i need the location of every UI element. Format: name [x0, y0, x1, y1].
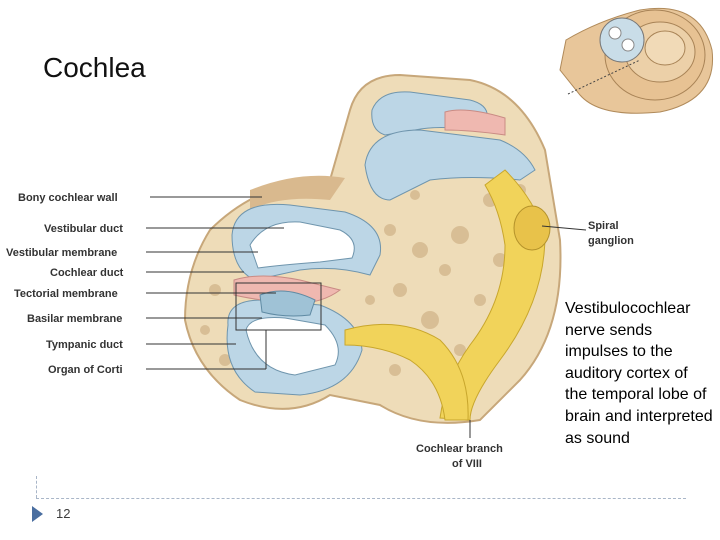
- page-number: 12: [56, 506, 71, 521]
- lower-turn-ducts: [226, 203, 382, 396]
- label-cochlear-duct: Cochlear duct: [50, 267, 124, 279]
- cochlea-inset-thumbnail: [556, 2, 720, 122]
- cochlear-nerve: [344, 169, 551, 421]
- footer-divider-vertical: [36, 476, 37, 498]
- label-vestibular-duct: Vestibular duct: [44, 223, 123, 235]
- slide-caption: Vestibulocochlear nerve sends impulses t…: [565, 300, 713, 447]
- left-labels: Bony cochlear wall Vestibular duct Vesti…: [6, 192, 124, 376]
- label-tympanic-duct: Tympanic duct: [46, 339, 123, 351]
- label-tectorial-membrane: Tectorial membrane: [14, 288, 118, 300]
- spiral-ganglion-label: Spiral ganglion: [588, 220, 634, 247]
- label-cochlear-branch-line-1: Cochlear branch: [416, 443, 503, 455]
- label-ganglion-line-2: ganglion: [588, 235, 634, 247]
- label-leader-lines: [146, 196, 587, 438]
- label-basilar-membrane: Basilar membrane: [27, 313, 122, 325]
- label-cochlear-branch-line-2: of VIII: [452, 458, 482, 470]
- label-vestibular-membrane: Vestibular membrane: [6, 247, 117, 259]
- label-organ-of-corti: Organ of Corti: [48, 364, 123, 376]
- page-arrow-icon: [32, 506, 43, 522]
- label-bony-cochlear-wall: Bony cochlear wall: [18, 192, 118, 204]
- slide-title: Cochlea: [43, 52, 146, 83]
- label-spiral-line-1: Spiral: [588, 220, 619, 232]
- footer-divider: [36, 498, 686, 499]
- cochlear-branch-label: Cochlear branch of VIII: [416, 443, 503, 470]
- upper-turn-ducts: [364, 91, 536, 201]
